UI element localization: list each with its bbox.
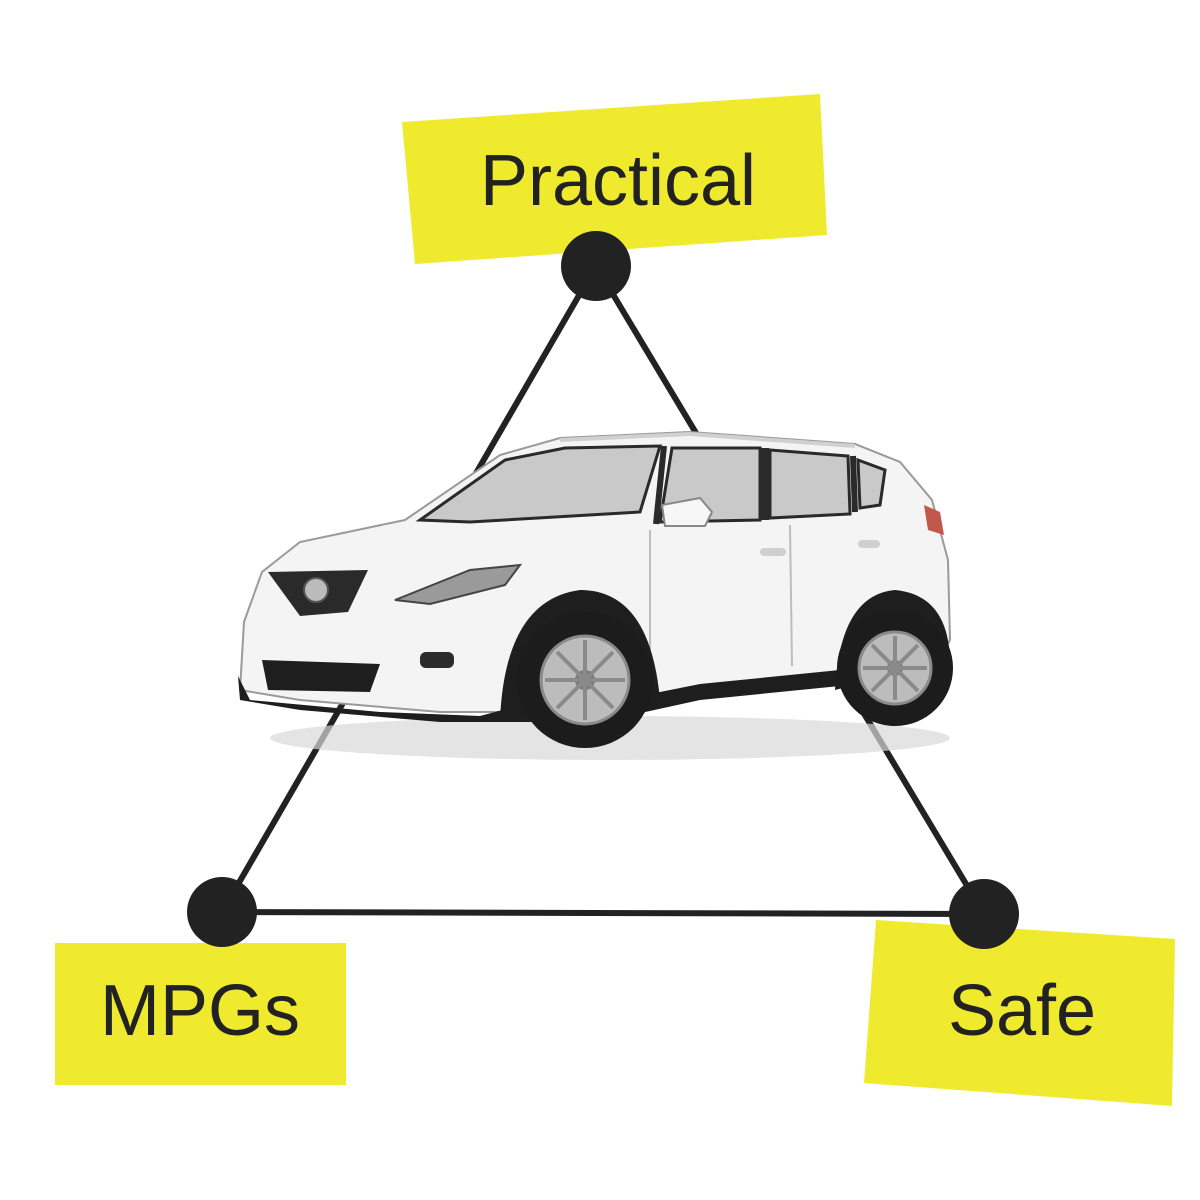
node-safe (949, 879, 1019, 949)
car-taillight (924, 505, 944, 535)
car-logo-icon (303, 577, 329, 603)
label-box-practical (402, 94, 827, 264)
car-front-wheel (517, 612, 653, 748)
label-practical: Practical (402, 94, 827, 264)
car-door-handle-rear (858, 540, 880, 548)
label-box-safe (864, 920, 1175, 1106)
car-side-mirror (660, 496, 714, 527)
car-door-line-rear (789, 524, 793, 667)
car-rear-side-window (768, 448, 852, 520)
label-mpgs-text: MPGs (100, 971, 300, 1051)
label-practical-text: Practical (480, 141, 756, 221)
car-fog-light (420, 652, 454, 668)
car-c-pillar (850, 455, 858, 513)
car-door-handle-front (760, 548, 786, 556)
car-windshield (415, 444, 663, 524)
car-rear-wheel (837, 610, 953, 726)
triangle-nodes (187, 231, 1019, 949)
car-rear-quarter-window (856, 457, 887, 510)
node-practical (561, 231, 631, 301)
car-headlight (394, 563, 523, 606)
suv-car-icon (238, 430, 953, 760)
car-a-pillar (653, 445, 667, 525)
edge-bottom (221, 909, 985, 917)
label-safe-text: Safe (948, 971, 1096, 1051)
car-roof-rail (559, 431, 856, 448)
node-mpgs (187, 877, 257, 947)
car-lower-intake (262, 660, 380, 692)
label-safe: Safe (864, 920, 1175, 1106)
label-box-mpgs (55, 943, 346, 1085)
label-mpgs: MPGs (55, 943, 346, 1085)
